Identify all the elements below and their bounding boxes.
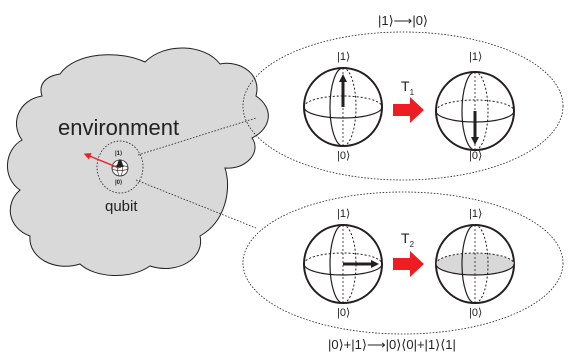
dephasing-ellipse: [242, 191, 564, 335]
bloch-sphere-dephase-right: [435, 224, 515, 304]
environment-label: environment: [58, 115, 180, 140]
t1-red-arrow: [393, 97, 424, 123]
t2-label: T2: [401, 231, 414, 249]
red-arrow: [83, 153, 120, 169]
relaxation-ellipse: [242, 31, 564, 181]
t2-symbol: T: [401, 230, 410, 246]
relax-left-ket-bottom: |0⟩: [337, 150, 351, 162]
dephase-left-ket-bottom: |0⟩: [337, 307, 351, 319]
t2-red-arrow: [393, 251, 424, 277]
dephase-right-ket-bottom: |0⟩: [469, 307, 483, 319]
relaxation-title: |1⟩⟶|0⟩: [378, 13, 428, 28]
t1-symbol: T: [401, 78, 410, 94]
environment-cloud: [7, 47, 269, 277]
t1-label: T1: [401, 79, 414, 97]
connector-top: [137, 117, 257, 156]
qubit-label: qubit: [105, 198, 138, 215]
relax-right-ket-bottom: |0⟩: [469, 150, 483, 162]
connector-bottom: [135, 179, 257, 229]
small-ket-top: |1⟩: [115, 151, 123, 157]
t1-subscript: 1: [409, 87, 415, 97]
dephasing-title: |0⟩+|1⟩⟶|0⟩⟨0|+|1⟩⟨1|: [328, 337, 456, 352]
dephase-right-ket-top: |1⟩: [469, 208, 483, 220]
relax-left-ket-top: |1⟩: [337, 51, 351, 63]
dephase-left-ket-top: |1⟩: [337, 208, 351, 220]
qubit-ellipse: [96, 140, 144, 194]
t2-subscript: 2: [409, 239, 415, 249]
relax-right-ket-top: |1⟩: [469, 51, 483, 63]
small-ket-bottom: |0⟩: [115, 180, 123, 186]
